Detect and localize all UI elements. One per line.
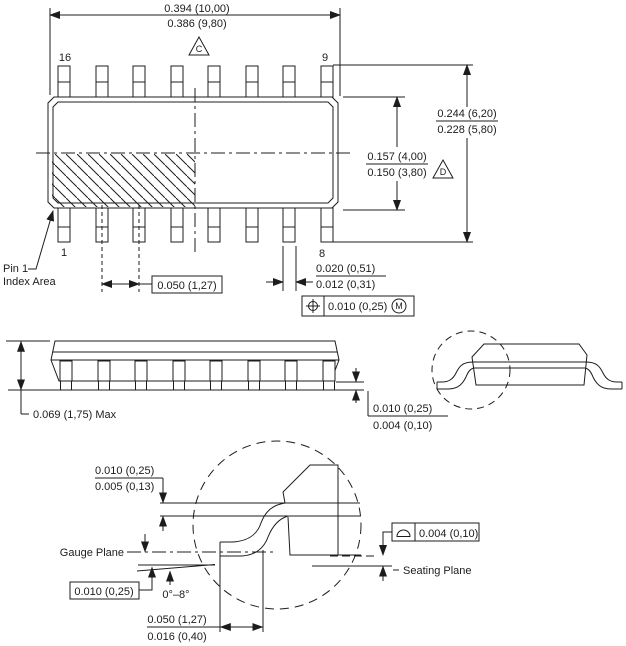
dim-foot-length: 0.050 (1,27) 0.016 (0,40) <box>147 550 263 643</box>
gauge-plane-callout: Gauge Plane <box>60 534 273 559</box>
end-view <box>432 331 622 409</box>
detail-callout-circle <box>432 331 510 409</box>
dim-lead-thickness-min: 0.005 (0,13) <box>95 481 154 493</box>
dim-lead-thickness-max: 0.010 (0,25) <box>95 465 154 477</box>
dim-lead-pitch-box <box>152 276 222 293</box>
pin1-label-line2: Index Area <box>3 276 56 288</box>
dim-standoff-min: 0.004 (0,10) <box>373 420 432 432</box>
dim-lead-span-min: 0.228 (5,80) <box>437 124 496 136</box>
dim-lead-span-max: 0.244 (6,20) <box>437 108 496 120</box>
dim-lead-angle-value: 0°–8° <box>162 589 189 601</box>
pin1-index-hatch-area <box>52 154 195 207</box>
end-view-left-lead <box>437 362 474 389</box>
gauge-plane-label: Gauge Plane <box>60 547 124 559</box>
pin1-label-line1: Pin 1 <box>3 263 28 275</box>
dim-package-height-value: 0.069 (1,75) Max <box>33 409 117 421</box>
top-pin-row <box>58 66 333 97</box>
dim-lead-width-min: 0.012 (0,31) <box>316 279 375 291</box>
seating-tolerance-value: 0.004 (0,10) <box>419 528 478 540</box>
side-view-leads <box>60 361 335 390</box>
position-tolerance-frame: 0.010 (0,25) M <box>302 296 414 316</box>
seating-tolerance-frame: 0.004 (0,10) <box>392 523 479 541</box>
dim-lead-pitch: 0.050 (1,27) <box>101 205 222 293</box>
pin1-index-callout: Pin 1 Index Area <box>3 210 56 288</box>
dim-package-height: 0.069 (1,75) Max <box>6 341 117 421</box>
end-view-right-lead <box>585 362 622 389</box>
lead-detail-view: 0.010 (0,25) 0.005 (0,13) Gauge Plane 0.… <box>60 441 479 643</box>
dim-standoff-max: 0.010 (0,25) <box>373 403 432 415</box>
note-flag-c-letter: C <box>196 44 203 54</box>
dim-lead-span: 0.244 (6,20) 0.228 (5,80) <box>333 64 498 243</box>
dim-package-length-min: 0.386 (9,80) <box>167 18 226 30</box>
note-flag-d-letter: D <box>440 167 447 177</box>
mmc-modifier-icon <box>392 299 406 313</box>
dim-lead-pitch-value: 0.050 (1,27) <box>157 280 216 292</box>
pin-number-16: 16 <box>59 52 71 64</box>
side-view: 0.069 (1,75) Max 0.010 (0,25) 0.004 (0,1… <box>6 341 448 432</box>
pin-number-8: 8 <box>319 248 325 260</box>
dim-package-length: 0.394 (10,00) 0.386 (9,80) C <box>49 3 341 96</box>
detail-boundary-circle <box>193 441 361 609</box>
dim-body-width-max: 0.157 (4,00) <box>367 151 426 163</box>
dim-lead-width: 0.020 (0,51) 0.012 (0,31) <box>266 246 386 291</box>
dim-lead-angle: 0°–8° <box>162 570 190 601</box>
note-flag-d-icon <box>433 160 453 178</box>
body-outline-inner <box>53 102 333 203</box>
dim-foot-length-max: 0.050 (1,27) <box>147 614 206 626</box>
dim-gauge-to-seating: 0.010 (0,25) <box>70 566 156 600</box>
dim-body-width-min: 0.150 (3,80) <box>367 167 426 179</box>
dim-body-width: 0.157 (4,00) 0.150 (3,80) D <box>343 96 453 211</box>
seating-plane-label: Seating Plane <box>403 565 472 577</box>
profile-of-surface-icon <box>397 530 410 536</box>
position-tolerance-value: 0.010 (0,25) <box>328 301 387 313</box>
dim-foot-length-min: 0.016 (0,40) <box>147 631 206 643</box>
top-view: 16 9 1 8 0.394 (10,00) 0.386 (9,80) C 0.… <box>3 3 498 316</box>
detail-lead-curve <box>220 503 288 632</box>
mmc-modifier-letter: M <box>395 301 403 311</box>
pin-number-9: 9 <box>322 52 328 64</box>
detail-body-outline <box>283 465 338 555</box>
dim-gauge-to-seating-value: 0.010 (0,25) <box>74 586 133 598</box>
note-flag-c-icon <box>189 37 209 55</box>
dim-lead-thickness: 0.010 (0,25) 0.005 (0,13) <box>95 465 167 531</box>
pin-number-1: 1 <box>61 247 67 259</box>
end-body-outline <box>472 344 587 385</box>
dim-lead-width-max: 0.020 (0,51) <box>316 263 375 275</box>
seating-plane-callout: 0.004 (0,10) Seating Plane <box>312 523 479 581</box>
position-tolerance-icon <box>306 299 320 313</box>
dim-standoff: 0.010 (0,25) 0.004 (0,10) <box>336 368 448 432</box>
dim-package-length-max: 0.394 (10,00) <box>164 3 229 15</box>
